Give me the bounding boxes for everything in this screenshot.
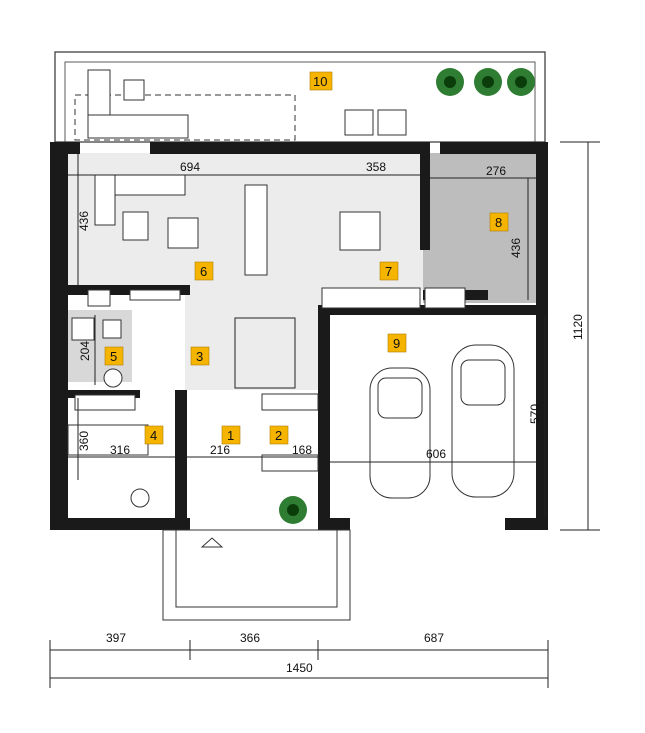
room-badges: 10 6 7 8 9 3 5 4 1 2: [104, 71, 509, 445]
room-8-label: 8: [495, 215, 502, 230]
dim-bath-depth: 204: [78, 341, 92, 361]
room-4-label: 4: [150, 428, 157, 443]
dim-hall-width: 216: [210, 443, 230, 457]
furniture: [67, 174, 466, 508]
room-5-label: 5: [110, 349, 117, 364]
room-9-label: 9: [393, 336, 400, 351]
dim-kitchen-width: 358: [366, 160, 386, 174]
entry-steps: [162, 496, 351, 621]
dim-bottom-middle: 366: [240, 631, 260, 645]
walls: [50, 142, 548, 530]
room-7-label: 7: [385, 264, 392, 279]
dim-office-depth: 360: [77, 431, 91, 451]
dim-utility-width: 276: [486, 164, 506, 178]
dim-bottom-right: 687: [424, 631, 444, 645]
room-10-label: 10: [313, 74, 327, 89]
room-1-label: 1: [227, 428, 234, 443]
terrace-plants: [436, 68, 535, 96]
dim-total-width: 1450: [286, 661, 313, 675]
dimension-labels: 694 358 276 436 436 204 360 316 216 168 …: [77, 160, 585, 675]
room-2-label: 2: [275, 428, 282, 443]
dim-living-width: 694: [180, 160, 200, 174]
dim-office-width: 316: [110, 443, 130, 457]
terrace: [54, 51, 546, 143]
dim-utility-depth: 436: [509, 238, 523, 258]
dimension-lines: [49, 141, 600, 688]
garage-cars: [369, 344, 515, 499]
room-6-label: 6: [200, 264, 207, 279]
dim-total-depth: 1120: [571, 314, 585, 340]
dim-closet-width: 168: [292, 443, 312, 457]
dim-garage-width: 606: [426, 447, 446, 461]
dim-living-depth: 436: [77, 211, 91, 231]
room-3-label: 3: [196, 349, 203, 364]
dim-garage-depth: 570: [528, 404, 542, 424]
dim-bottom-left: 397: [106, 631, 126, 645]
